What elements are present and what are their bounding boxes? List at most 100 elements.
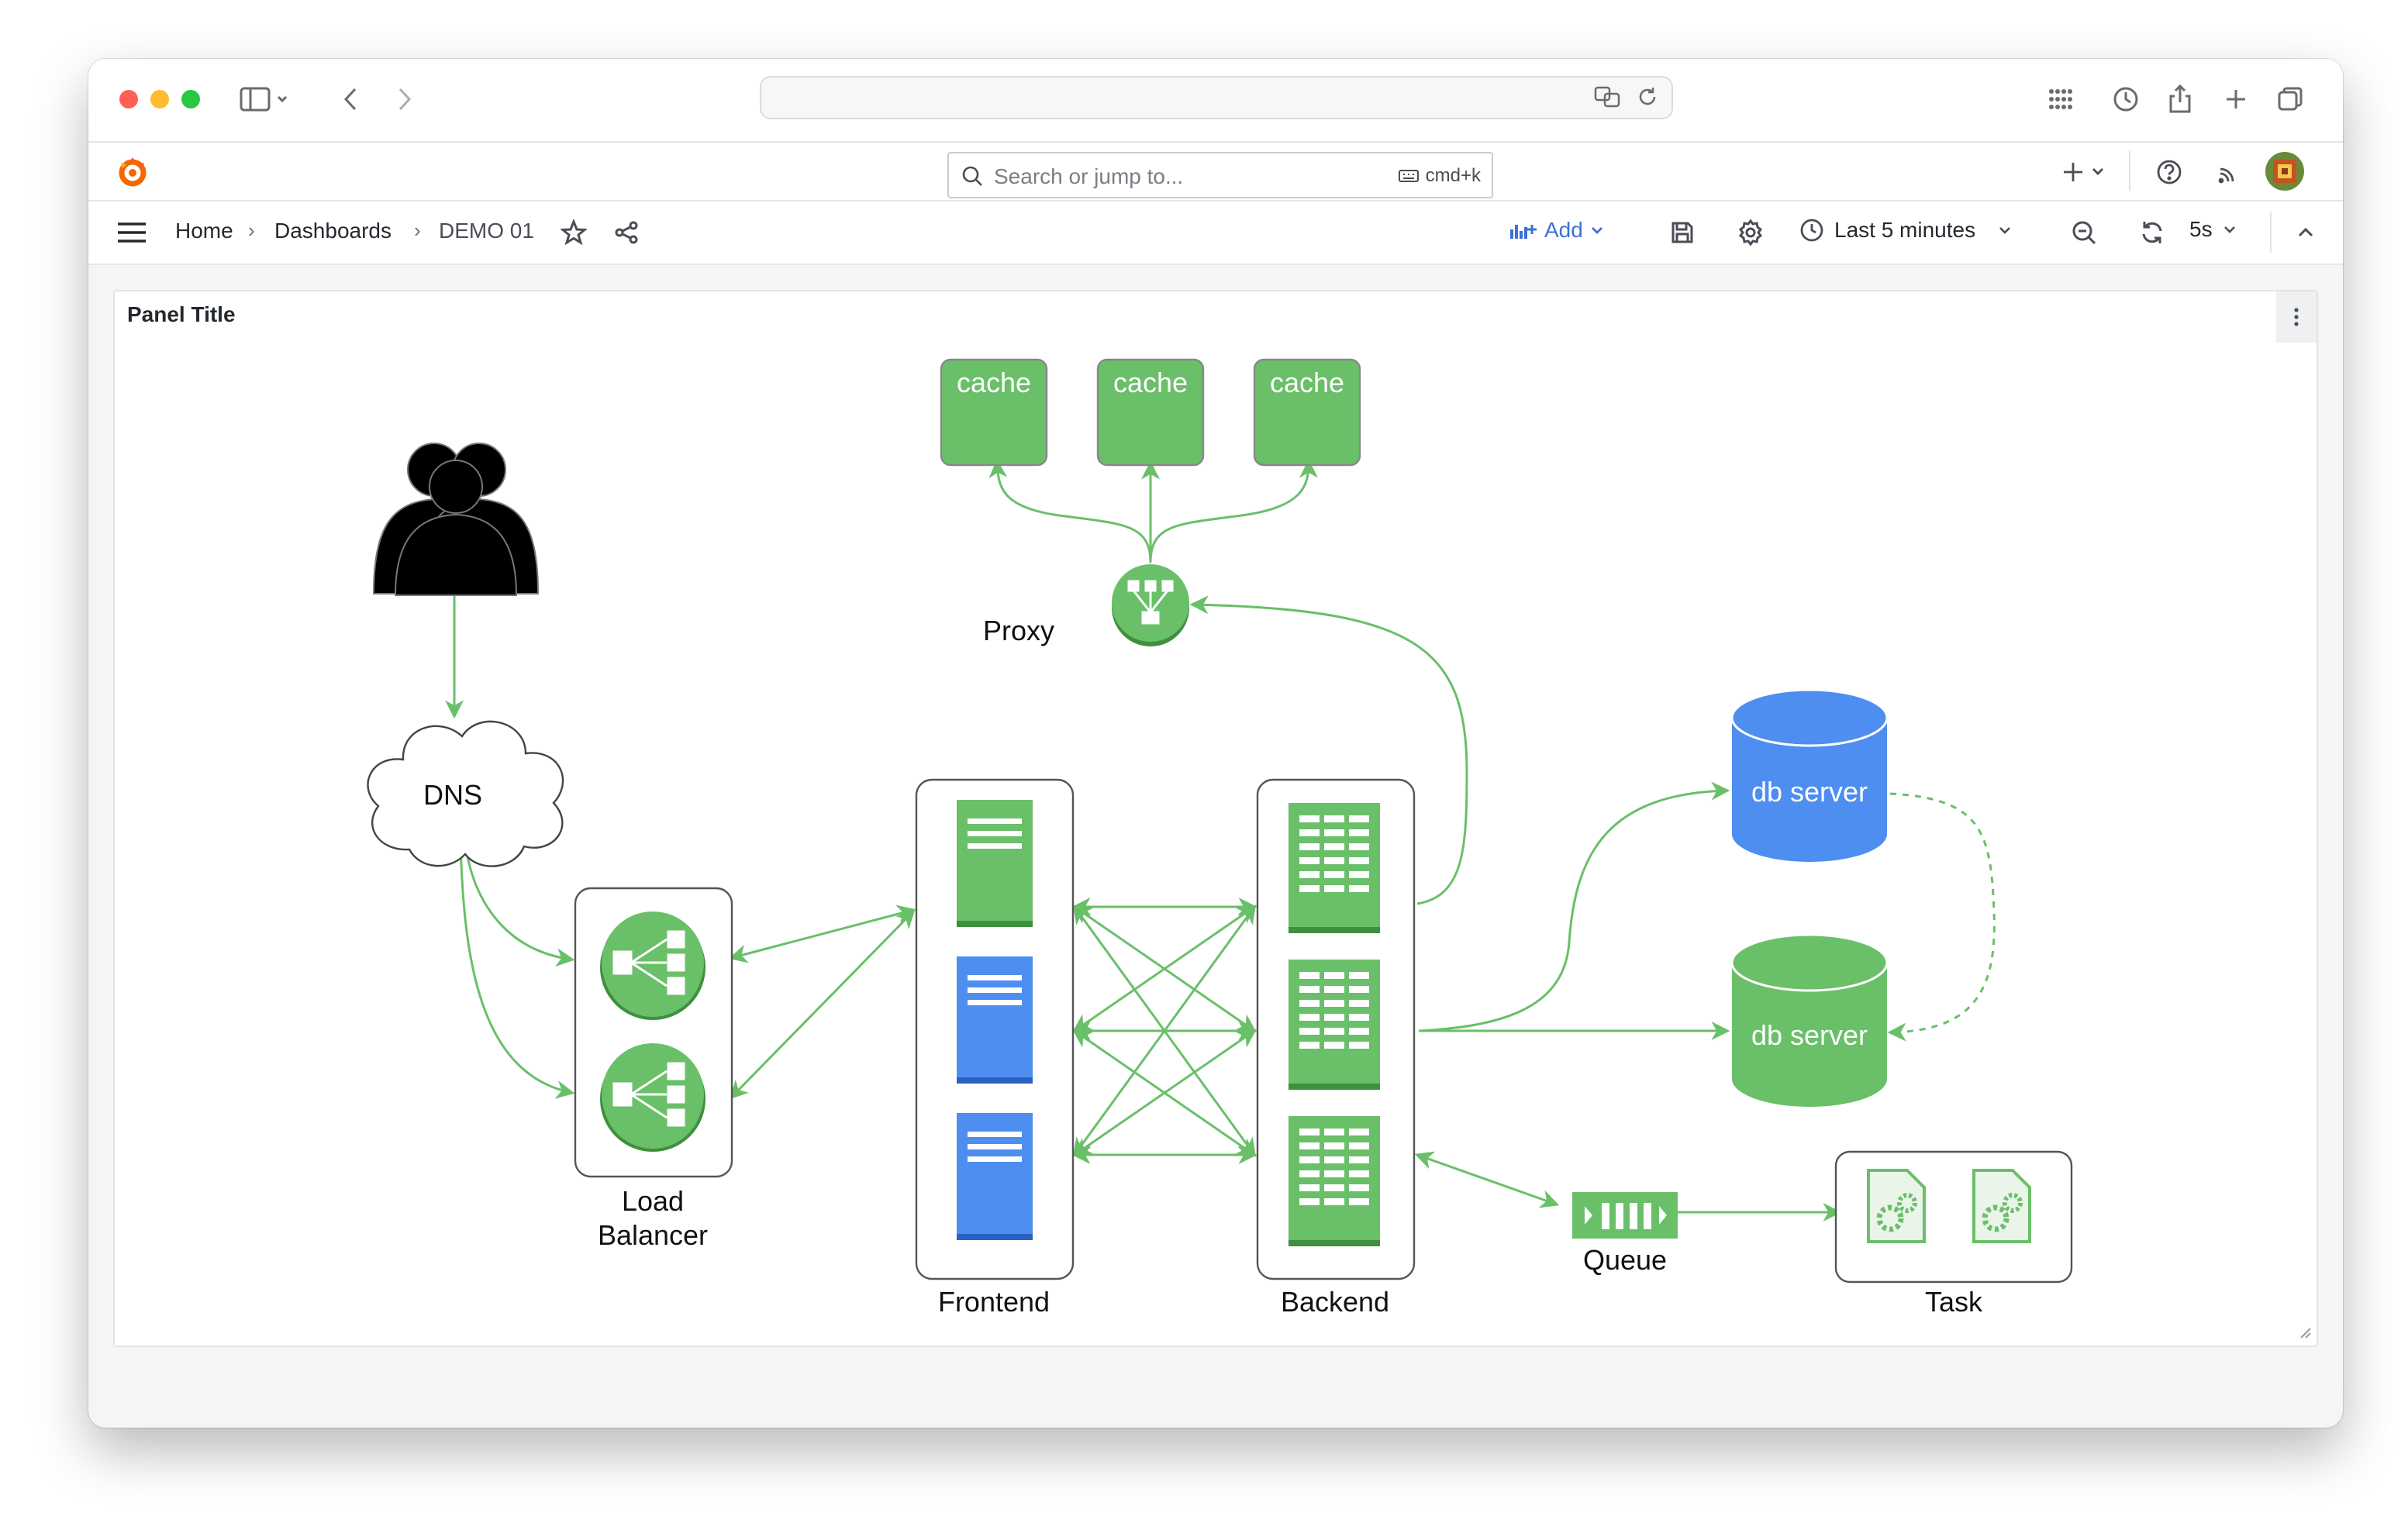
zoom-window-button[interactable] bbox=[181, 90, 200, 109]
close-window-button[interactable] bbox=[119, 90, 138, 109]
cache-label: cache bbox=[1113, 367, 1188, 398]
panel: Panel Title bbox=[113, 290, 2318, 1347]
refresh-interval-label: 5s bbox=[2189, 217, 2213, 241]
address-bar[interactable] bbox=[760, 76, 1673, 119]
cache-box-icon bbox=[940, 358, 1048, 467]
shortcut-label: cmd+k bbox=[1425, 165, 1481, 186]
new-tab-icon[interactable] bbox=[2217, 81, 2254, 118]
frontend-server-blue-icon bbox=[957, 1113, 1033, 1240]
frontend-server-blue-icon bbox=[957, 956, 1033, 1084]
breadcrumb-home[interactable]: Home bbox=[175, 219, 233, 243]
chevron-down-icon bbox=[1999, 227, 2011, 234]
translate-icon[interactable] bbox=[1594, 85, 1622, 112]
chevron-down-icon bbox=[1591, 227, 1602, 234]
minimize-window-button[interactable] bbox=[150, 90, 169, 109]
backend-server-icon bbox=[1289, 960, 1380, 1090]
help-icon[interactable] bbox=[2154, 157, 2185, 191]
edge-lb2-frontend bbox=[729, 909, 916, 1100]
more-vertical-icon bbox=[2294, 308, 2299, 326]
lb-label-line2: Balancer bbox=[598, 1219, 708, 1251]
new-menu-icon[interactable] bbox=[2061, 157, 2110, 191]
time-range-label: Last 5 minutes bbox=[1834, 218, 1976, 242]
breadcrumb-dashboards[interactable]: Dashboards bbox=[274, 219, 392, 243]
lb-label-line1: Load bbox=[622, 1185, 684, 1217]
backend-label: Backend bbox=[1281, 1286, 1389, 1318]
frontend-label: Frontend bbox=[938, 1286, 1050, 1318]
breadcrumb-separator: › bbox=[248, 219, 255, 242]
cache-box-icon bbox=[1253, 358, 1361, 467]
grafana-top-nav: Search or jump to... cmd+k bbox=[88, 143, 2343, 202]
menu-icon[interactable] bbox=[115, 219, 149, 250]
edge-backend-db1 bbox=[1418, 781, 1730, 1032]
edge-backend-queue bbox=[1414, 1151, 1560, 1208]
panel-title[interactable]: Panel Title bbox=[127, 302, 236, 326]
back-icon[interactable] bbox=[335, 81, 366, 118]
add-label: Add bbox=[1544, 218, 1583, 242]
diagram-edges bbox=[445, 459, 1996, 1222]
edge-dns-lb1 bbox=[464, 841, 575, 967]
db-server-label: db server bbox=[1751, 1019, 1868, 1051]
clock-icon bbox=[1800, 219, 1823, 242]
task-gear-doc-icon bbox=[1972, 1169, 2031, 1243]
edge-db1-db2 bbox=[1887, 792, 1996, 1042]
edge-lb1-frontend bbox=[728, 905, 916, 963]
sidebar-toggle-icon[interactable] bbox=[237, 81, 292, 118]
keyboard-icon bbox=[1398, 170, 1419, 182]
refresh-interval-picker[interactable]: 5s bbox=[2189, 217, 2237, 242]
queue-icon bbox=[1572, 1192, 1678, 1239]
browser-toolbar bbox=[88, 59, 2343, 143]
breadcrumb-separator: › bbox=[414, 219, 421, 242]
task-gear-doc-icon bbox=[1867, 1169, 1926, 1243]
proxy-label: Proxy bbox=[983, 615, 1054, 646]
backend-server-icon bbox=[1289, 1116, 1380, 1246]
grafana-logo-icon[interactable] bbox=[115, 153, 150, 193]
cache-label: cache bbox=[1270, 367, 1344, 398]
users-icon bbox=[372, 443, 540, 596]
avatar[interactable] bbox=[2265, 152, 2304, 191]
search-placeholder: Search or jump to... bbox=[994, 164, 1184, 188]
edge-backend-proxy bbox=[1189, 595, 1468, 905]
forward-icon[interactable] bbox=[389, 81, 420, 118]
proxy-icon bbox=[1112, 564, 1189, 646]
edge-dns-lb2 bbox=[459, 841, 575, 1099]
backend-server-icon bbox=[1289, 803, 1380, 933]
chevron-down-icon bbox=[2223, 226, 2235, 233]
settings-gear-icon[interactable] bbox=[1734, 215, 1768, 250]
add-button[interactable]: Add bbox=[1507, 217, 1605, 243]
load-balancer-icon bbox=[600, 911, 705, 1020]
panel-resize-handle bbox=[2300, 1328, 2311, 1339]
collapse-chevron-up-icon[interactable] bbox=[2289, 215, 2323, 250]
browser-window: Search or jump to... cmd+k Home › Dashbo… bbox=[88, 59, 2343, 1428]
edge-fe-be-8 bbox=[1072, 1029, 1257, 1156]
save-icon[interactable] bbox=[1665, 215, 1699, 250]
db-server-label: db server bbox=[1751, 776, 1868, 808]
search-shortcut: cmd+k bbox=[1398, 165, 1481, 187]
queue-label: Queue bbox=[1583, 1244, 1667, 1276]
time-range-picker[interactable]: Last 5 minutes bbox=[1799, 217, 2013, 243]
dns-label: DNS bbox=[423, 779, 482, 811]
grid-apps-icon[interactable] bbox=[2042, 81, 2079, 118]
refresh-icon[interactable] bbox=[2135, 215, 2169, 250]
architecture-diagram: DNS Load bbox=[367, 358, 2311, 1339]
toolbar-divider bbox=[2270, 212, 2272, 253]
task-label: Task bbox=[1925, 1286, 1983, 1318]
history-icon[interactable] bbox=[2107, 81, 2144, 118]
search-input[interactable]: Search or jump to... cmd+k bbox=[947, 152, 1493, 198]
dashboard-toolbar: Home › Dashboards › DEMO 01 Add Last 5 m… bbox=[88, 202, 2343, 265]
toolbar-divider bbox=[2129, 150, 2130, 191]
edge-proxy-cache3 bbox=[1149, 459, 1318, 563]
star-icon[interactable] bbox=[557, 215, 591, 250]
news-rss-icon[interactable] bbox=[2213, 157, 2244, 191]
edge-proxy-cache1 bbox=[988, 459, 1152, 563]
reload-icon[interactable] bbox=[1636, 85, 1659, 112]
panel-menu-button[interactable] bbox=[2276, 291, 2317, 343]
share-icon[interactable] bbox=[609, 215, 643, 250]
database-blue-icon bbox=[1730, 688, 1889, 862]
share-icon[interactable] bbox=[2161, 81, 2199, 118]
tab-overview-icon[interactable] bbox=[2272, 81, 2309, 118]
zoom-out-icon[interactable] bbox=[2067, 215, 2101, 250]
cache-label: cache bbox=[957, 367, 1031, 398]
add-panel-icon bbox=[1510, 225, 1537, 239]
load-balancer-icon bbox=[600, 1043, 705, 1152]
search-icon bbox=[961, 165, 983, 191]
